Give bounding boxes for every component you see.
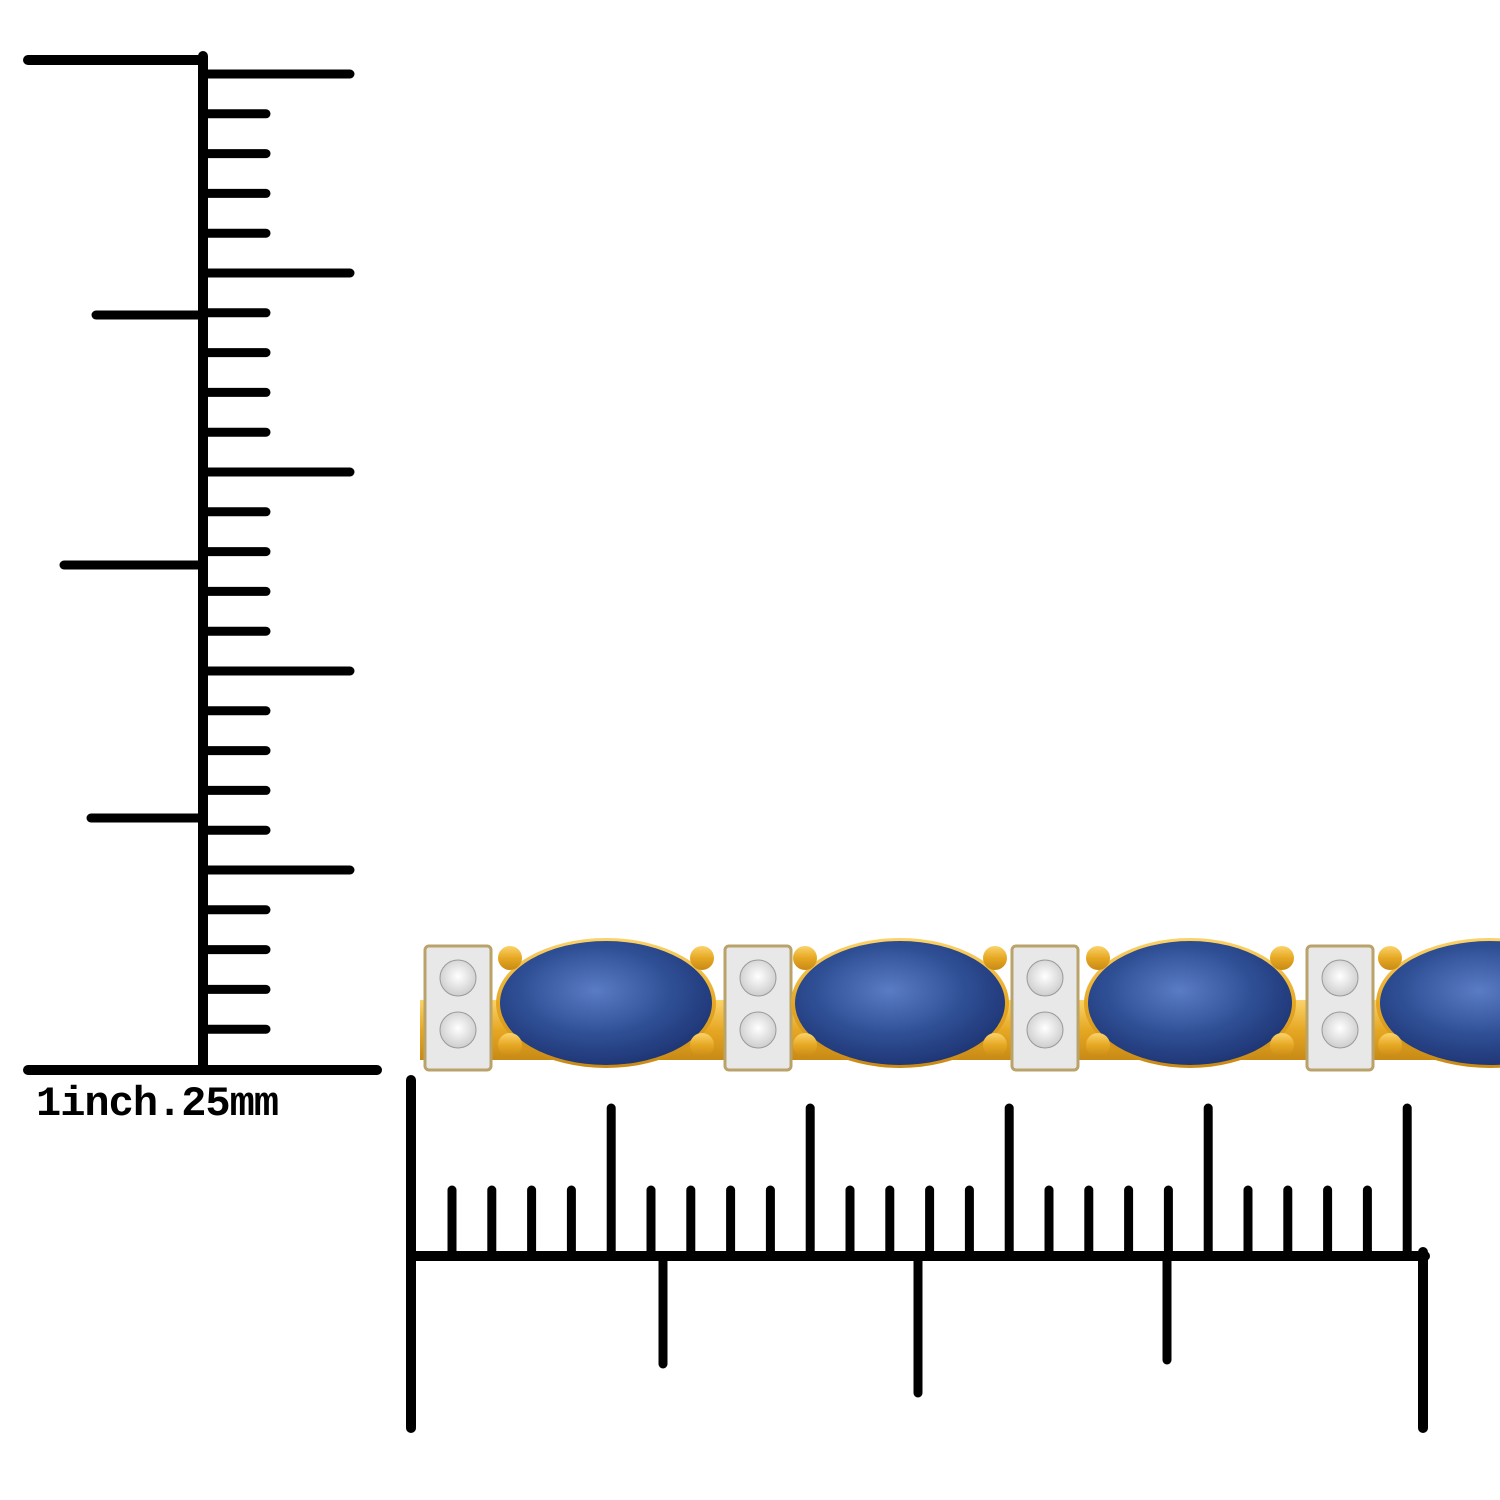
bracelet-link xyxy=(1305,938,1500,1072)
sapphire xyxy=(795,941,1005,1065)
gold-prong xyxy=(1086,946,1110,970)
gold-prong xyxy=(1086,1033,1110,1057)
diamond xyxy=(439,959,477,997)
diamond xyxy=(1321,1011,1359,1049)
gold-prong xyxy=(983,1033,1007,1057)
diamond xyxy=(1321,959,1359,997)
bracelet-link xyxy=(423,938,716,1072)
sapphire xyxy=(500,941,712,1065)
gold-prong xyxy=(1378,946,1402,970)
gold-prong xyxy=(1270,1033,1294,1057)
gold-prong xyxy=(690,1033,714,1057)
gold-prong xyxy=(498,1033,522,1057)
diamond xyxy=(439,1011,477,1049)
gold-prong xyxy=(1378,1033,1402,1057)
sapphire xyxy=(1380,941,1500,1065)
diamond xyxy=(739,1011,777,1049)
gold-prong xyxy=(1270,946,1294,970)
scale-label: 1inch.25mm xyxy=(36,1080,279,1128)
diamond xyxy=(1026,1011,1064,1049)
sapphire-bracelet xyxy=(420,938,1500,1072)
gold-prong xyxy=(983,946,1007,970)
gold-prong xyxy=(690,946,714,970)
horizontal-ruler xyxy=(406,1075,1430,1433)
gold-prong xyxy=(793,1033,817,1057)
bracelet-link xyxy=(1010,938,1296,1072)
gold-prong xyxy=(498,946,522,970)
sapphire xyxy=(1088,941,1292,1065)
diamond xyxy=(739,959,777,997)
gold-prong xyxy=(793,946,817,970)
vertical-ruler xyxy=(23,51,382,1075)
bracelet-link xyxy=(723,938,1009,1072)
diamond xyxy=(1026,959,1064,997)
